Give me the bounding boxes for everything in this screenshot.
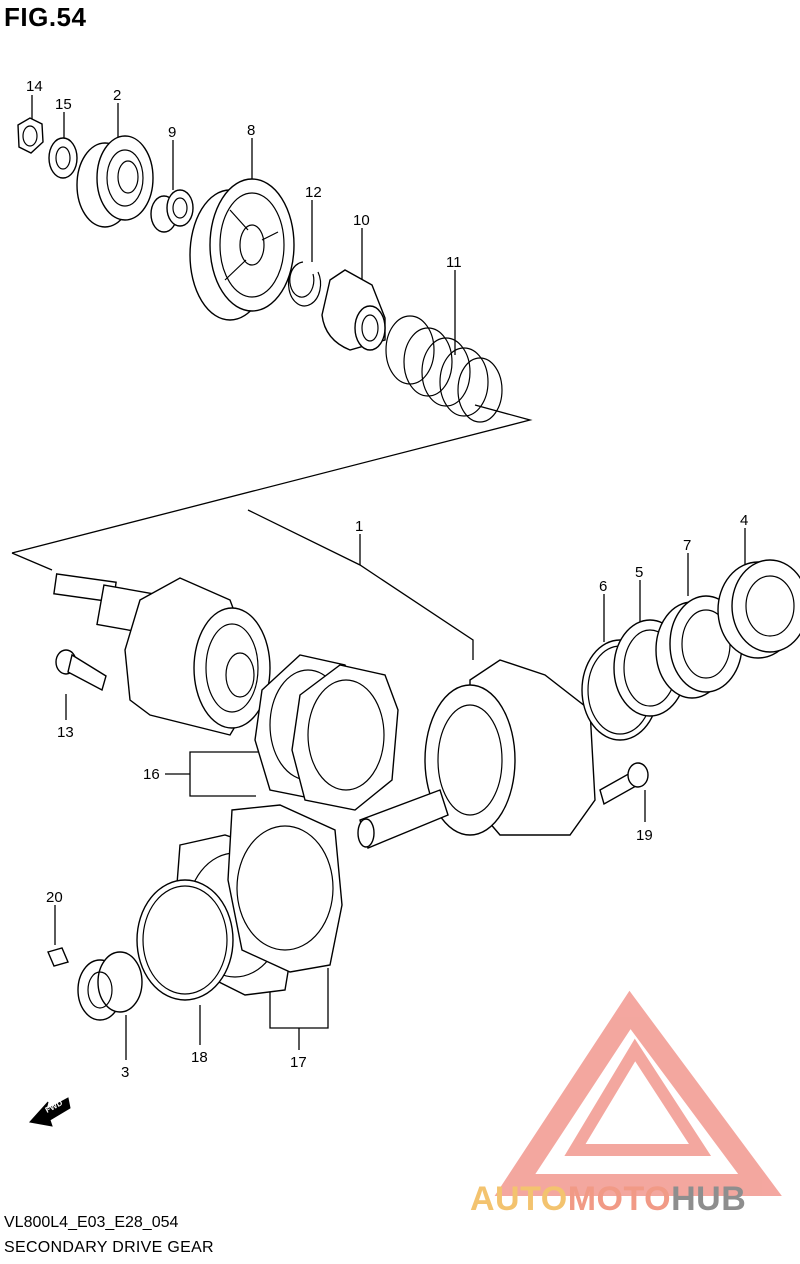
part-8-gear: [189, 178, 295, 321]
callout-16: 16: [143, 766, 160, 783]
forward-direction-arrow: FWD: [29, 1097, 71, 1127]
part-12-circlip: [287, 261, 322, 307]
callout-7: 7: [683, 537, 691, 554]
part-1-drive-shaft-right: [357, 659, 596, 849]
callout-18: 18: [191, 1049, 208, 1066]
callout-20: 20: [46, 889, 63, 906]
callout-13: 13: [57, 724, 74, 741]
part-16-gaskets: [254, 654, 399, 811]
part-15-washer: [48, 137, 78, 179]
part-1-drive-shaft-left: [53, 573, 271, 736]
part-9-collar: [150, 189, 194, 233]
part-17-gaskets: [174, 804, 343, 996]
callout-numbers: 14 15 2 9 8 12 10 11 1 4 7 5 6 13 16 19 …: [26, 78, 748, 1081]
watermark-auto: AUTO: [470, 1180, 568, 1218]
watermark-hub: HUB: [671, 1180, 747, 1218]
figure-title: FIG.54: [4, 2, 87, 32]
part-3-needle-bearing: [77, 951, 143, 1021]
part-18-o-ring: [136, 879, 234, 1001]
part-20-dowel-pin: [47, 947, 69, 967]
callout-1: 1: [355, 518, 363, 535]
part-10-cam: [321, 269, 386, 351]
part-14-nut: [17, 117, 44, 154]
callout-9: 9: [168, 124, 176, 141]
figure-name: SECONDARY DRIVE GEAR: [4, 1239, 214, 1256]
callout-3: 3: [121, 1064, 129, 1081]
part-19-bolt: [599, 762, 649, 806]
callout-4: 4: [740, 512, 748, 529]
part-11-spring: [385, 315, 503, 423]
callout-8: 8: [247, 122, 255, 139]
callout-6: 6: [599, 578, 607, 595]
callout-12: 12: [305, 184, 322, 201]
callout-11: 11: [446, 254, 462, 271]
callout-2: 2: [113, 87, 121, 104]
callout-17: 17: [290, 1054, 307, 1071]
callout-15: 15: [55, 96, 72, 113]
figure-code: VL800L4_E03_E28_054: [4, 1214, 179, 1231]
callout-10: 10: [353, 212, 370, 229]
callout-19: 19: [636, 827, 653, 844]
watermark-text: AUTOMOTOHUB: [470, 1180, 746, 1219]
part-13-bolt: [55, 649, 107, 692]
leader-lines: [31, 95, 746, 1060]
watermark-logo: [494, 990, 782, 1196]
callout-14: 14: [26, 78, 43, 95]
watermark-moto: MOTO: [567, 1180, 672, 1218]
part-2-bearing: [76, 135, 154, 228]
assembly-boundary-lines: [11, 404, 533, 660]
part-4-retainer: [717, 559, 800, 659]
callout-5: 5: [635, 564, 643, 581]
